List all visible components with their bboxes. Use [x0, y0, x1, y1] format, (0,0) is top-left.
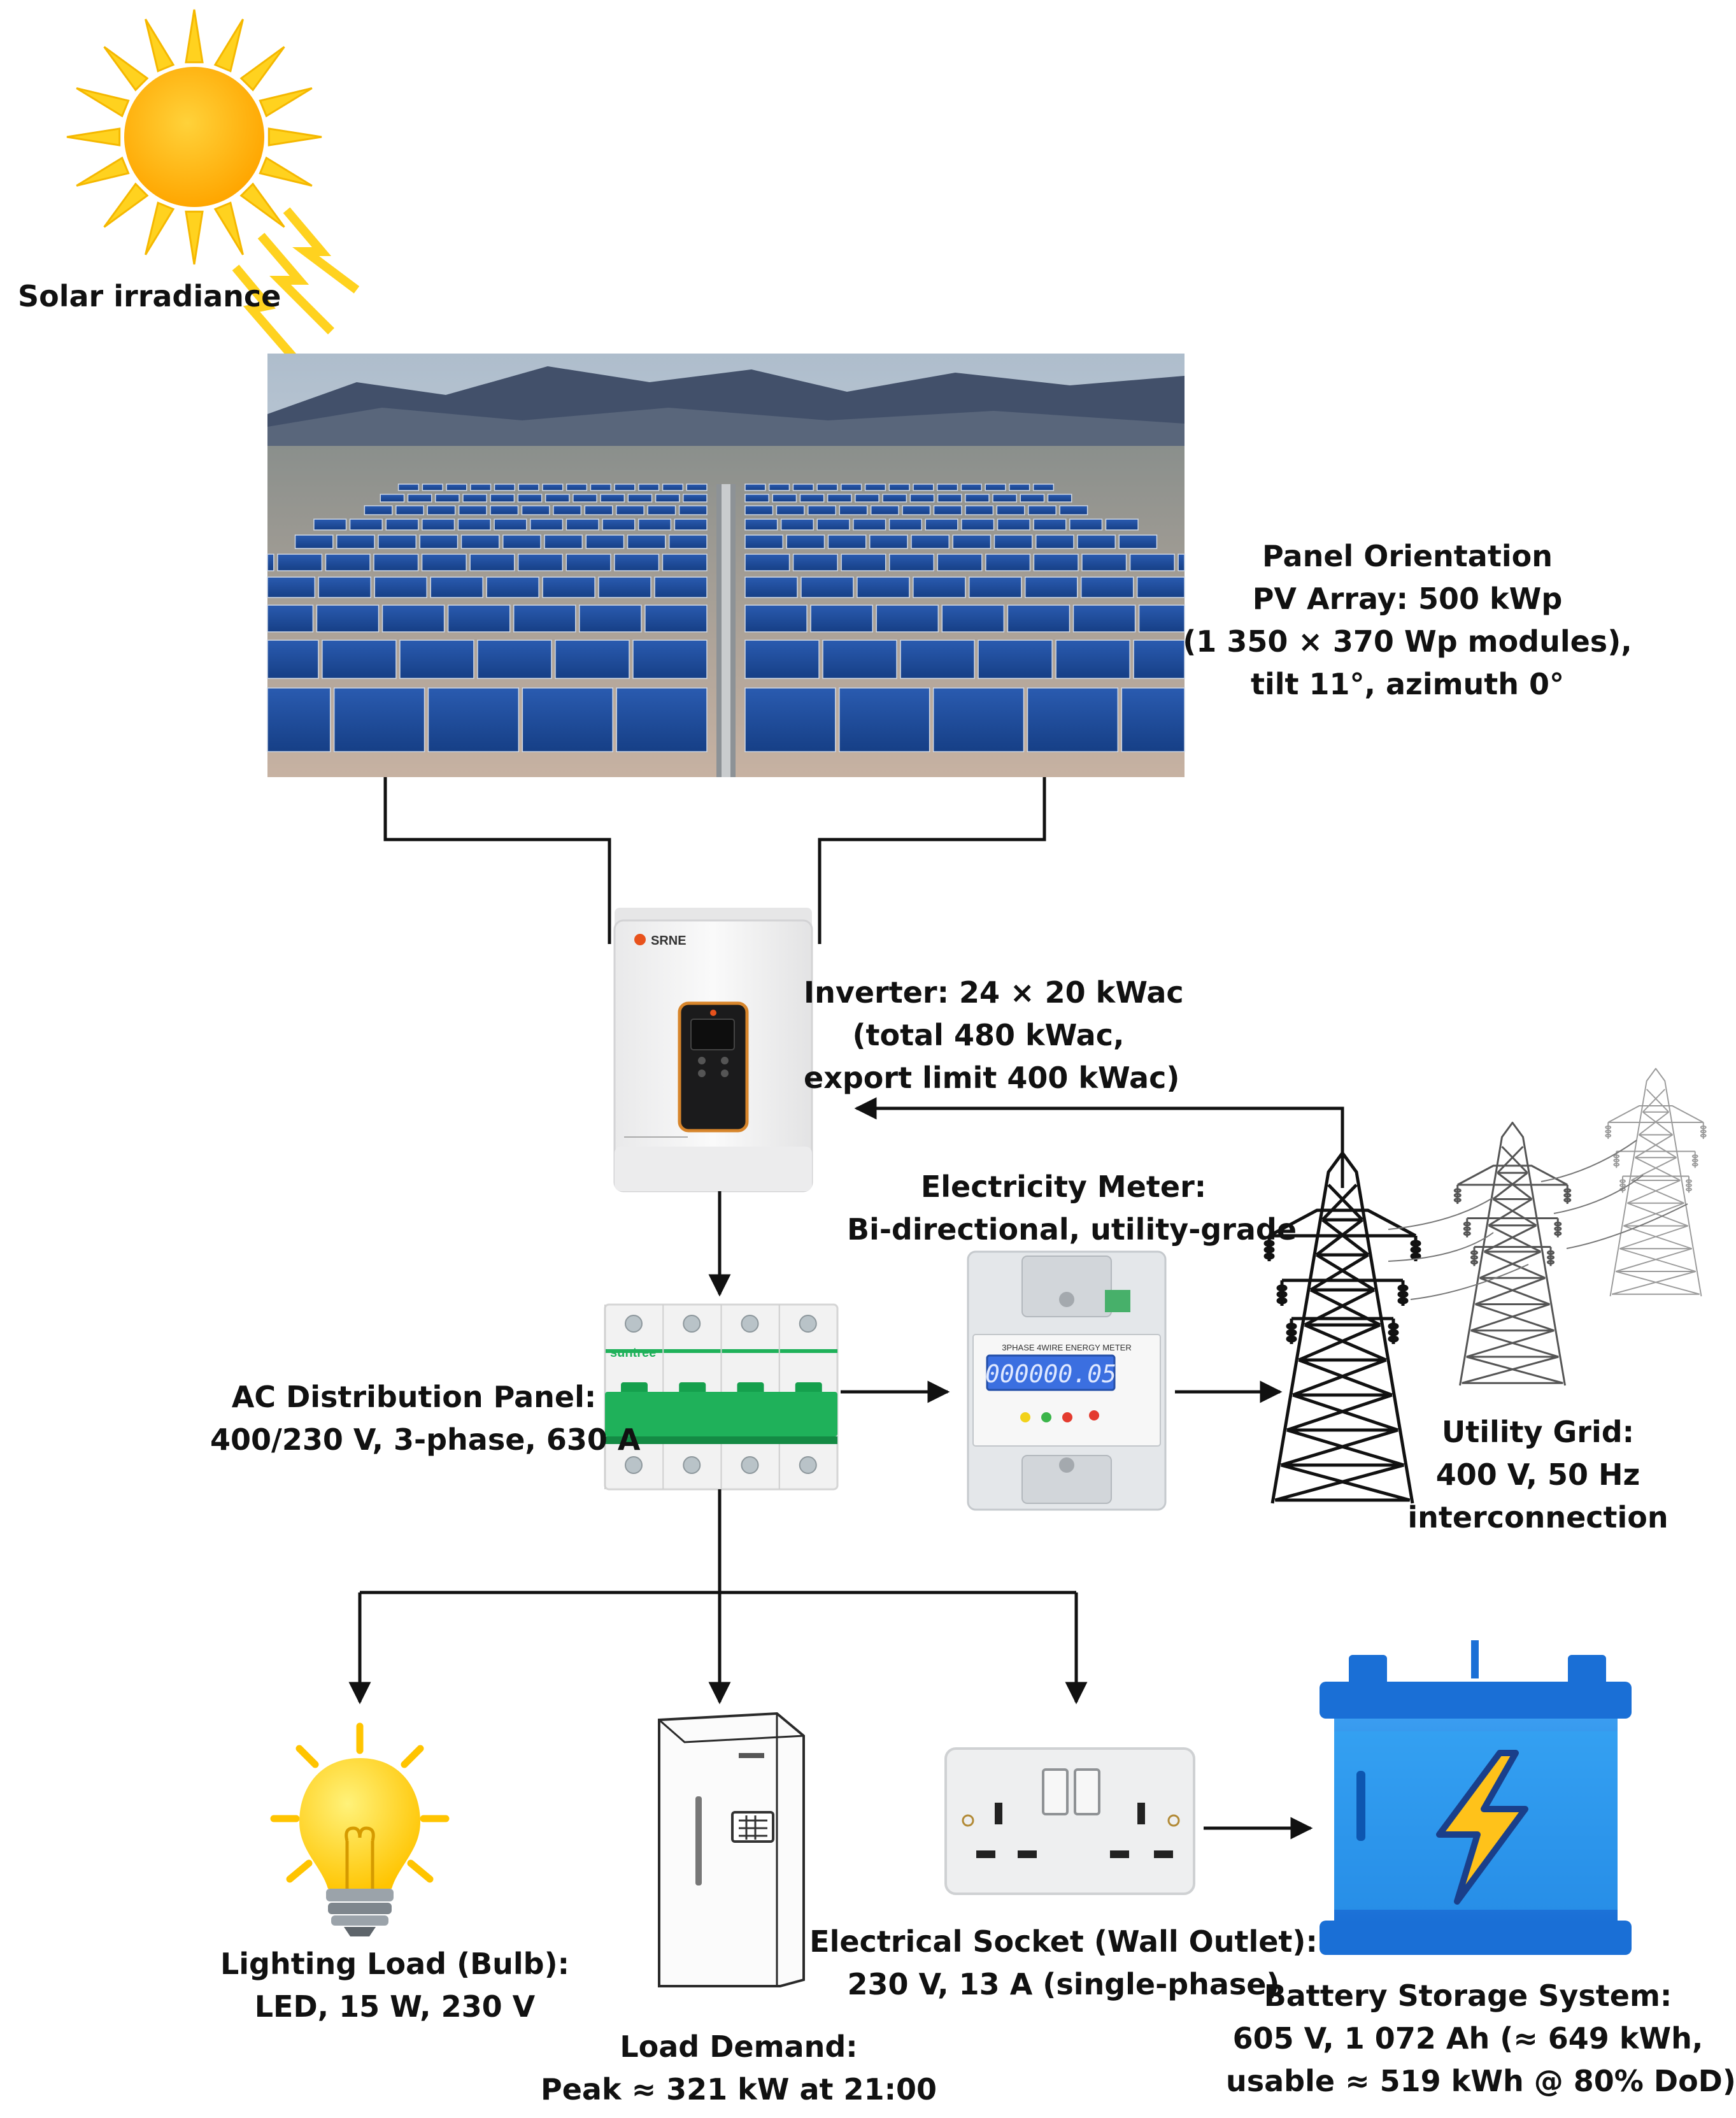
battery-line-3: usable ≈ 519 kWh @ 80% DoD): [1226, 2064, 1736, 2098]
grid-line-2: 400 V, 50 Hz: [1435, 1457, 1640, 1492]
grid-label: Utility Grid: 400 V, 50 Hz interconnecti…: [1388, 1411, 1688, 1539]
pv-array-photo: [267, 354, 1185, 777]
meter-label: Electricity Meter: Bi-directional, utili…: [847, 1166, 1297, 1251]
pv-line-2: (1 350 × 370 Wp modules),: [1183, 624, 1632, 659]
panel-brand: suntree: [610, 1346, 656, 1360]
refrigerator-icon: [658, 1712, 805, 1987]
lighting-line-2: LED, 15 W, 230 V: [254, 1989, 536, 2024]
inverter-line-3: export limit 400 kWac): [804, 1061, 1180, 1095]
meter-line-2: Bi-directional, utility-grade: [847, 1212, 1297, 1247]
lighting-label: Lighting Load (Bulb): LED, 15 W, 230 V: [197, 1943, 592, 2028]
battery-icon: [1320, 1640, 1632, 1955]
inverter-brand: SRNE: [651, 934, 687, 948]
pv-heading: Panel Orientation: [1262, 539, 1553, 573]
wire-grid-to-inverter: [854, 1097, 1344, 1188]
sun-label-text: Solar irradiance: [18, 279, 281, 313]
distribution-panel-icon: suntree: [604, 1303, 839, 1491]
panel-line-2: 400/230 V, 3-phase, 630 A: [210, 1422, 641, 1457]
grid-line-1: Utility Grid:: [1441, 1415, 1635, 1449]
meter-icon: 3PHASE 4WIRE ENERGY METER 000000.05: [967, 1250, 1167, 1511]
socket-label: Electrical Socket (Wall Outlet): 230 V, …: [809, 1921, 1318, 2006]
meter-display: 000000.05: [985, 1360, 1116, 1388]
pv-line-1: PV Array: 500 kWp: [1252, 582, 1563, 616]
panel-line-1: AC Distribution Panel:: [231, 1380, 597, 1414]
meter-face-text: 3PHASE 4WIRE ENERGY METER: [1002, 1343, 1131, 1352]
inverter-line-1: Inverter: 24 × 20 kWac: [804, 975, 1184, 1010]
load-demand-label: Load Demand: Peak ≈ 321 kW at 21:00: [522, 2026, 955, 2111]
meter-line-1: Electricity Meter:: [920, 1170, 1207, 1204]
transmission-tower-icon: [1263, 1068, 1707, 1504]
wire-pv-to-inverter: [383, 777, 1046, 944]
socket-line-1: Electrical Socket (Wall Outlet):: [809, 1924, 1318, 1959]
inverter-icon: SRNE: [613, 908, 813, 1192]
pv-line-3: tilt 11°, azimuth 0°: [1250, 667, 1565, 701]
inverter-line-2: (total 480 kWac,: [852, 1018, 1125, 1052]
load-line-2: Peak ≈ 321 kW at 21:00: [541, 2072, 937, 2107]
lighting-line-1: Lighting Load (Bulb):: [220, 1947, 570, 1981]
battery-label: Battery Storage System: 605 V, 1 072 Ah …: [1226, 1975, 1736, 2103]
grid-line-3: interconnection: [1407, 1500, 1668, 1535]
battery-line-1: Battery Storage System:: [1263, 1978, 1672, 2013]
wire-panel-to-loads: [348, 1489, 1088, 1705]
load-line-1: Load Demand:: [620, 2029, 858, 2064]
distribution-panel-label: AC Distribution Panel: 400/230 V, 3-phas…: [210, 1376, 641, 1461]
light-bulb-icon: [270, 1722, 450, 1936]
sun-label: Solar irradiance: [18, 275, 281, 318]
inverter-label: Inverter: 24 × 20 kWac (total 480 kWac, …: [804, 971, 1184, 1099]
socket-line-2: 230 V, 13 A (single-phase): [847, 1967, 1280, 2001]
pv-array-label: Panel Orientation PV Array: 500 kWp (1 3…: [1178, 535, 1637, 706]
wall-socket-icon: [944, 1747, 1195, 1895]
sun-icon: [66, 9, 360, 360]
battery-line-2: 605 V, 1 072 Ah (≈ 649 kWh,: [1232, 2021, 1704, 2056]
